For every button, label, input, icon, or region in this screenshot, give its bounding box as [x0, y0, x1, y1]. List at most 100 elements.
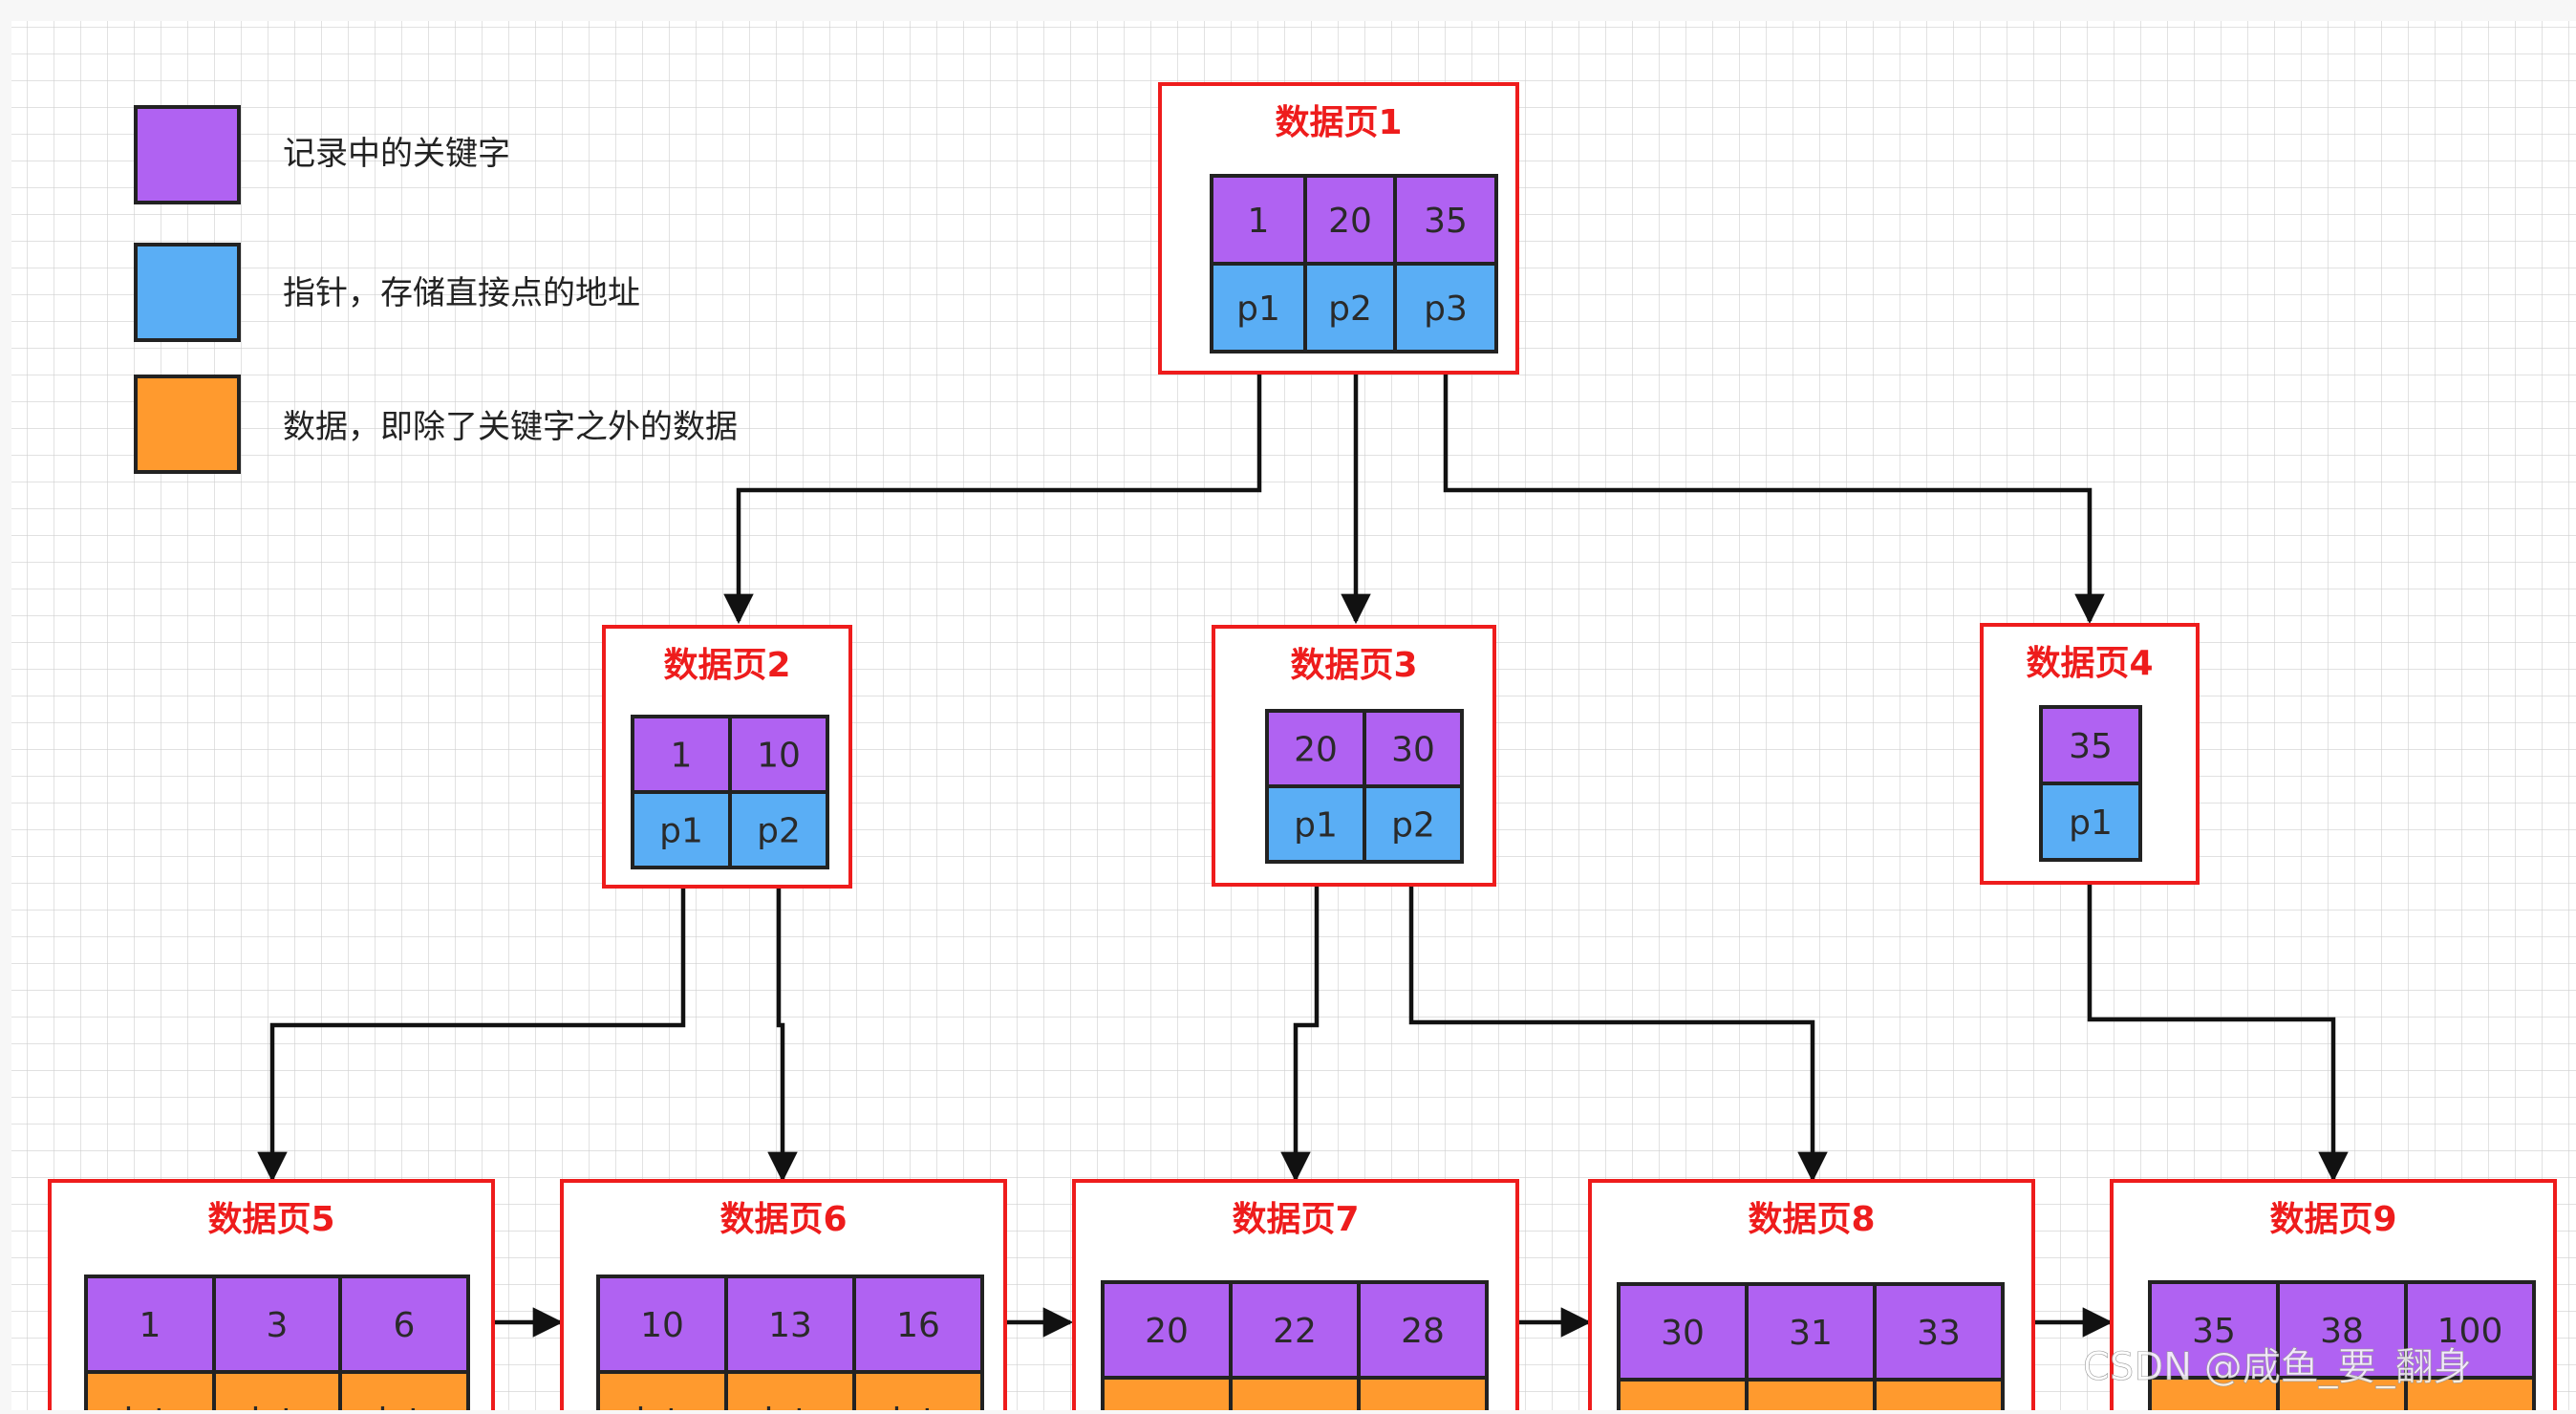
- pointer-label: p1: [2069, 803, 2113, 843]
- data-cell: [1617, 1378, 1749, 1414]
- key-value: 38: [2320, 1312, 2364, 1351]
- data-page-3: 数据页3 20 p1 30 p2: [1212, 625, 1496, 887]
- pointer-label: p2: [757, 812, 801, 851]
- key-cell: [1265, 709, 1366, 788]
- page-title: 数据页2: [663, 646, 790, 685]
- edge-p3-to-page4: [1443, 355, 2105, 625]
- key-value: 35: [2192, 1312, 2236, 1351]
- data-cell: [1873, 1378, 2005, 1414]
- pointer-cell: [1303, 262, 1397, 354]
- edge-page3-p2-to-page8: [1408, 863, 1828, 1183]
- legend-label-data: 数据，即除了关键字之外的数据: [283, 408, 738, 446]
- key-value: 10: [757, 737, 801, 776]
- page-title: 数据页9: [2269, 1200, 2396, 1239]
- page-title: 数据页3: [1290, 646, 1417, 685]
- data-page-5: 数据页51data3data6data: [48, 1179, 495, 1414]
- legend-label-key: 记录中的关键字: [283, 135, 510, 173]
- key-value: 28: [1401, 1312, 1445, 1351]
- data-cell: [2148, 1376, 2280, 1414]
- key-cell: [631, 715, 732, 794]
- page-title: 数据页4: [2026, 644, 2153, 683]
- legend-item-pointer: 指针，存储直接点的地址: [134, 243, 640, 342]
- key-cell: [728, 715, 829, 794]
- key-value: 20: [1145, 1312, 1189, 1351]
- data-cell: [724, 1370, 856, 1414]
- key-value: 20: [1294, 731, 1338, 770]
- pointer-label: p1: [1294, 806, 1338, 846]
- data-cell: [212, 1370, 342, 1414]
- key-value: 31: [1789, 1314, 1833, 1353]
- key-cell: [2404, 1280, 2536, 1380]
- key-value: 10: [640, 1306, 684, 1345]
- legend-label-pointer: 指针，存储直接点的地址: [283, 274, 640, 312]
- key-cell: [1617, 1282, 1749, 1382]
- pointer-label: p1: [659, 812, 703, 851]
- data-page-7: 数据页720data22data28data: [1072, 1179, 1519, 1414]
- data-cell: [1229, 1376, 1361, 1414]
- data-cell: [2404, 1376, 2536, 1414]
- legend-item-data: 数据，即除了关键字之外的数据: [134, 375, 738, 474]
- data-page-4: 数据页4 35 p1: [1980, 623, 2200, 885]
- key-cell: [596, 1275, 728, 1374]
- data-cell: [852, 1370, 984, 1414]
- data-cell: [1357, 1376, 1489, 1414]
- legend-swatch-pointer: [134, 243, 241, 342]
- key-cell: [1210, 174, 1307, 266]
- page-title: 数据页7: [1232, 1200, 1359, 1239]
- data-cell: [84, 1370, 216, 1414]
- data-label: data: [751, 1402, 828, 1410]
- key-value: 16: [896, 1306, 940, 1345]
- pointer-label: p2: [1391, 806, 1435, 846]
- legend: 记录中的关键字 指针，存储直接点的地址 数据，即除了关键字之外的数据: [134, 105, 738, 474]
- data-pages: 数据页11p120p235p3数据页21p110p2数据页320p130p2数据…: [48, 82, 2557, 1414]
- key-cell: [2039, 705, 2142, 785]
- key-value: 30: [1391, 731, 1435, 770]
- pointer-label: p1: [1236, 289, 1280, 329]
- legend-item-key: 记录中的关键字: [134, 105, 510, 204]
- data-label: data: [111, 1402, 188, 1410]
- data-label: data: [365, 1402, 442, 1410]
- watermark: CSDN @咸鱼_要_翻身: [2083, 1345, 2472, 1389]
- key-value: 1: [671, 737, 693, 776]
- key-value: 20: [1328, 202, 1372, 241]
- pointer-cell: [1393, 262, 1498, 354]
- key-value: 30: [1661, 1314, 1705, 1353]
- data-page-2: 数据页2 1 p1 10 p2: [602, 625, 852, 889]
- data-cell: [1745, 1378, 1877, 1414]
- key-cell: [338, 1275, 470, 1374]
- pointer-cell: [1363, 784, 1464, 864]
- data-label: data: [623, 1402, 700, 1410]
- data-cell: [338, 1370, 470, 1414]
- key-value: 13: [768, 1306, 812, 1345]
- key-cell: [1357, 1280, 1489, 1380]
- data-label: data: [238, 1402, 315, 1410]
- pointer-label: p3: [1424, 289, 1468, 329]
- edge-page2-p2-to-page6: [767, 866, 798, 1183]
- pointer-cell: [728, 790, 829, 869]
- data-cell: [2276, 1376, 2408, 1414]
- key-cell: [1393, 174, 1498, 266]
- key-value: 35: [1424, 202, 1468, 241]
- data-cell: [596, 1370, 728, 1414]
- key-value: 100: [2437, 1312, 2503, 1351]
- key-value: 6: [394, 1306, 416, 1345]
- key-value: 1: [1248, 202, 1270, 241]
- key-cell: [1229, 1280, 1361, 1380]
- edge-page2-p1-to-page5: [257, 866, 686, 1183]
- page-title: 数据页5: [207, 1200, 334, 1239]
- data-cell: [1101, 1376, 1233, 1414]
- page-title: 数据页8: [1748, 1200, 1875, 1239]
- data-page-6: 数据页610data13data16data: [560, 1179, 1007, 1414]
- pointer-cell: [1210, 262, 1307, 354]
- key-value: 22: [1273, 1312, 1317, 1351]
- key-cell: [1101, 1280, 1233, 1380]
- pointer-label: p2: [1328, 289, 1372, 329]
- page-title: 数据页1: [1275, 103, 1402, 142]
- key-value: 35: [2069, 727, 2113, 766]
- key-value: 3: [267, 1306, 289, 1345]
- connectors: [257, 355, 2349, 1338]
- edge-page3-p1-to-page7: [1280, 863, 1320, 1183]
- key-cell: [1873, 1282, 2005, 1382]
- data-page-9: 数据页935data38data100data: [2110, 1179, 2557, 1414]
- pointer-cell: [631, 790, 732, 869]
